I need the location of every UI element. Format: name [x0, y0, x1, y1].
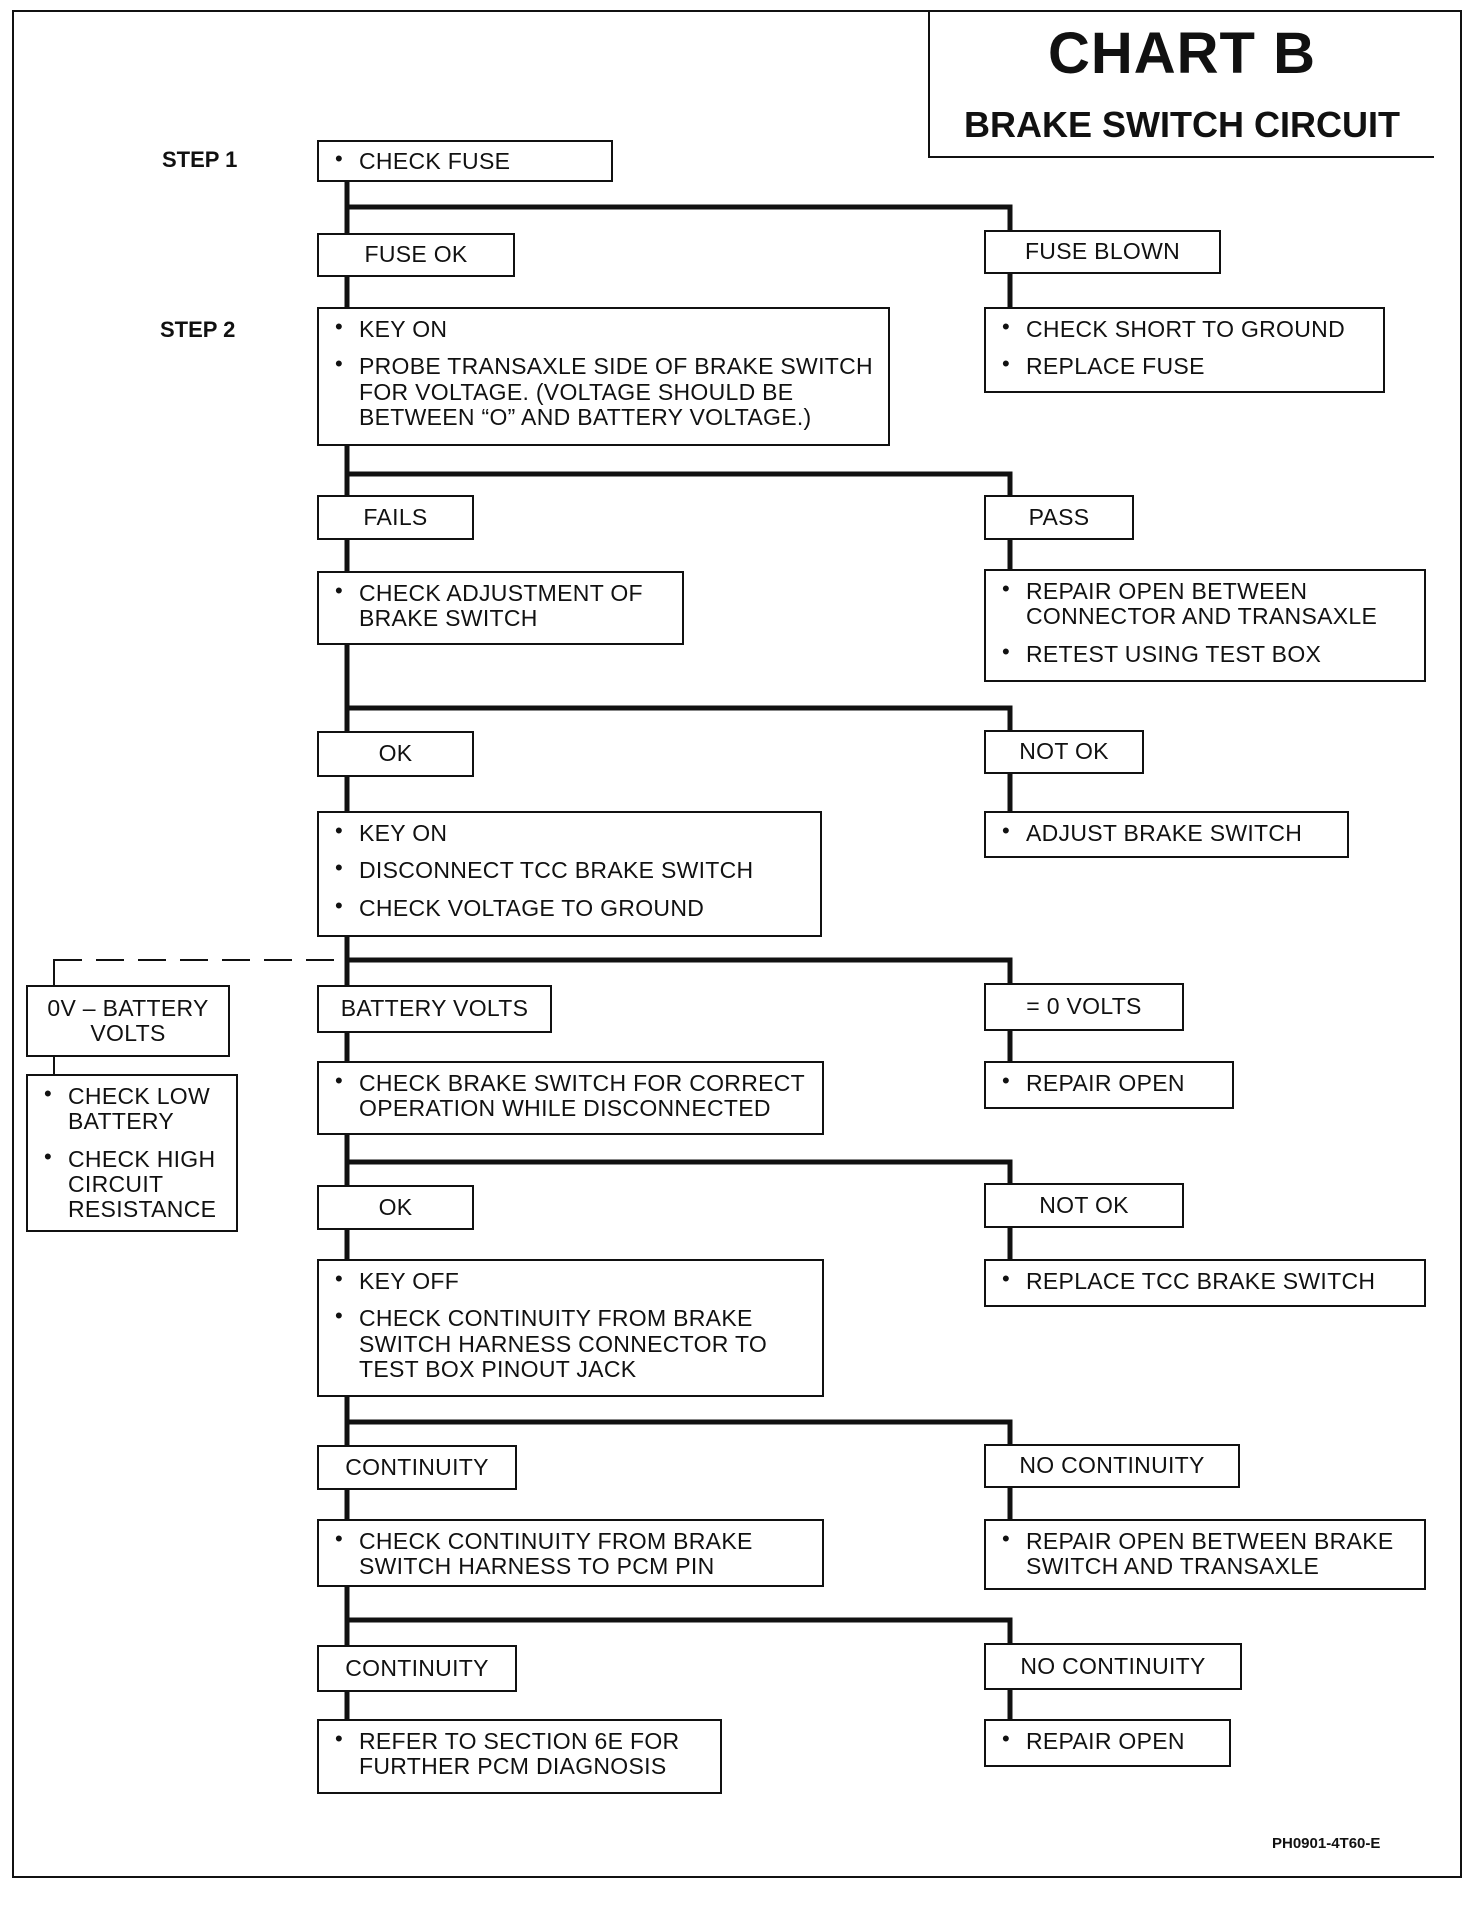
- action-item: DISCONNECT TCC BRAKE SWITCH: [333, 856, 810, 883]
- fuse-blown-box: FUSE BLOWN: [984, 230, 1221, 274]
- key-off-actions-box: KEY OFF CHECK CONTINUITY FROM BRAKE SWITC…: [317, 1259, 824, 1397]
- action-item: CHECK LOW BATTERY: [42, 1082, 226, 1135]
- repair-open-box-1: REPAIR OPEN: [984, 1061, 1234, 1109]
- action-item: ADJUST BRAKE SWITCH: [1000, 819, 1337, 846]
- not-ok-box-1: NOT OK: [984, 730, 1144, 774]
- check-pcm-pin-box: CHECK CONTINUITY FROM BRAKE SWITCH HARNE…: [317, 1519, 824, 1587]
- adjust-brake-switch-box: ADJUST BRAKE SWITCH: [984, 811, 1349, 858]
- step-2-actions-box: KEY ON PROBE TRANSAXLE SIDE OF BRAKE SWIT…: [317, 307, 890, 446]
- key-on-actions-box: KEY ON DISCONNECT TCC BRAKE SWITCH CHECK V…: [317, 811, 822, 937]
- pass-actions-box: REPAIR OPEN BETWEEN CONNECTOR AND TRANSA…: [984, 569, 1426, 682]
- check-operation-box: CHECK BRAKE SWITCH FOR CORRECT OPERATION…: [317, 1061, 824, 1135]
- action-item: CHECK HIGH CIRCUIT RESISTANCE: [42, 1145, 226, 1223]
- action-item: CHECK BRAKE SWITCH FOR CORRECT OPERATION…: [333, 1069, 812, 1122]
- action-item: KEY OFF: [333, 1267, 812, 1294]
- replace-brake-switch-box: REPLACE TCC BRAKE SWITCH: [984, 1259, 1426, 1307]
- title-block: CHART B BRAKE SWITCH CIRCUIT: [928, 12, 1434, 158]
- check-fuse-box: CHECK FUSE: [317, 140, 613, 182]
- step-1-label: STEP 1: [162, 147, 238, 172]
- chart-subtitle: BRAKE SWITCH CIRCUIT: [964, 104, 1400, 145]
- chart-frame: [12, 10, 1462, 1878]
- fuse-blown-actions-box: CHECK SHORT TO GROUND REPLACE FUSE: [984, 307, 1385, 393]
- battery-volts-box: BATTERY VOLTS: [317, 985, 552, 1033]
- no-continuity-box-2: NO CONTINUITY: [984, 1643, 1242, 1690]
- repair-open-box-2: REPAIR OPEN: [984, 1719, 1231, 1767]
- action-item: REPLACE FUSE: [1000, 352, 1373, 379]
- zero-to-battery-volts-box: 0V – BATTERY VOLTS: [26, 985, 230, 1057]
- continuity-box-1: CONTINUITY: [317, 1445, 517, 1490]
- action-item: KEY ON: [333, 819, 810, 846]
- action-item: CHECK ADJUSTMENT OF BRAKE SWITCH: [333, 579, 672, 632]
- figure-code: PH0901-4T60-E: [1272, 1835, 1381, 1852]
- action-item: CHECK FUSE: [333, 147, 601, 174]
- action-item: REPAIR OPEN BETWEEN CONNECTOR AND TRANSA…: [1000, 577, 1414, 630]
- action-item: CHECK CONTINUITY FROM BRAKE SWITCH HARNE…: [333, 1527, 812, 1580]
- step-2-label: STEP 2: [160, 317, 236, 342]
- not-ok-box-2: NOT OK: [984, 1183, 1184, 1228]
- action-item: CHECK VOLTAGE TO GROUND: [333, 894, 810, 921]
- zero-volts-box: = 0 VOLTS: [984, 983, 1184, 1031]
- low-battery-actions-box: CHECK LOW BATTERY CHECK HIGH CIRCUIT RESI…: [26, 1074, 238, 1232]
- action-item: KEY ON: [333, 315, 878, 342]
- fails-box: FAILS: [317, 495, 474, 540]
- action-item: RETEST USING TEST BOX: [1000, 640, 1414, 667]
- action-item: CHECK SHORT TO GROUND: [1000, 315, 1373, 342]
- action-item: REPAIR OPEN: [1000, 1727, 1219, 1754]
- pass-box: PASS: [984, 495, 1134, 540]
- action-item: PROBE TRANSAXLE SIDE OF BRAKE SWITCH FOR…: [333, 352, 878, 430]
- ok-box-1: OK: [317, 731, 474, 777]
- check-adjustment-box: CHECK ADJUSTMENT OF BRAKE SWITCH: [317, 571, 684, 645]
- action-item: REPLACE TCC BRAKE SWITCH: [1000, 1267, 1414, 1294]
- no-continuity-box-1: NO CONTINUITY: [984, 1444, 1240, 1488]
- repair-open-transaxle-box: REPAIR OPEN BETWEEN BRAKE SWITCH AND TRA…: [984, 1519, 1426, 1590]
- refer-section-box: REFER TO SECTION 6E FOR FURTHER PCM DIAG…: [317, 1719, 722, 1794]
- action-item: REPAIR OPEN BETWEEN BRAKE SWITCH AND TRA…: [1000, 1527, 1414, 1580]
- ok-box-2: OK: [317, 1185, 474, 1230]
- action-item: REPAIR OPEN: [1000, 1069, 1222, 1096]
- continuity-box-2: CONTINUITY: [317, 1645, 517, 1692]
- chart-title: CHART B: [1048, 21, 1316, 86]
- action-item: CHECK CONTINUITY FROM BRAKE SWITCH HARNE…: [333, 1304, 812, 1382]
- action-item: REFER TO SECTION 6E FOR FURTHER PCM DIAG…: [333, 1727, 710, 1780]
- fuse-ok-box: FUSE OK: [317, 233, 515, 277]
